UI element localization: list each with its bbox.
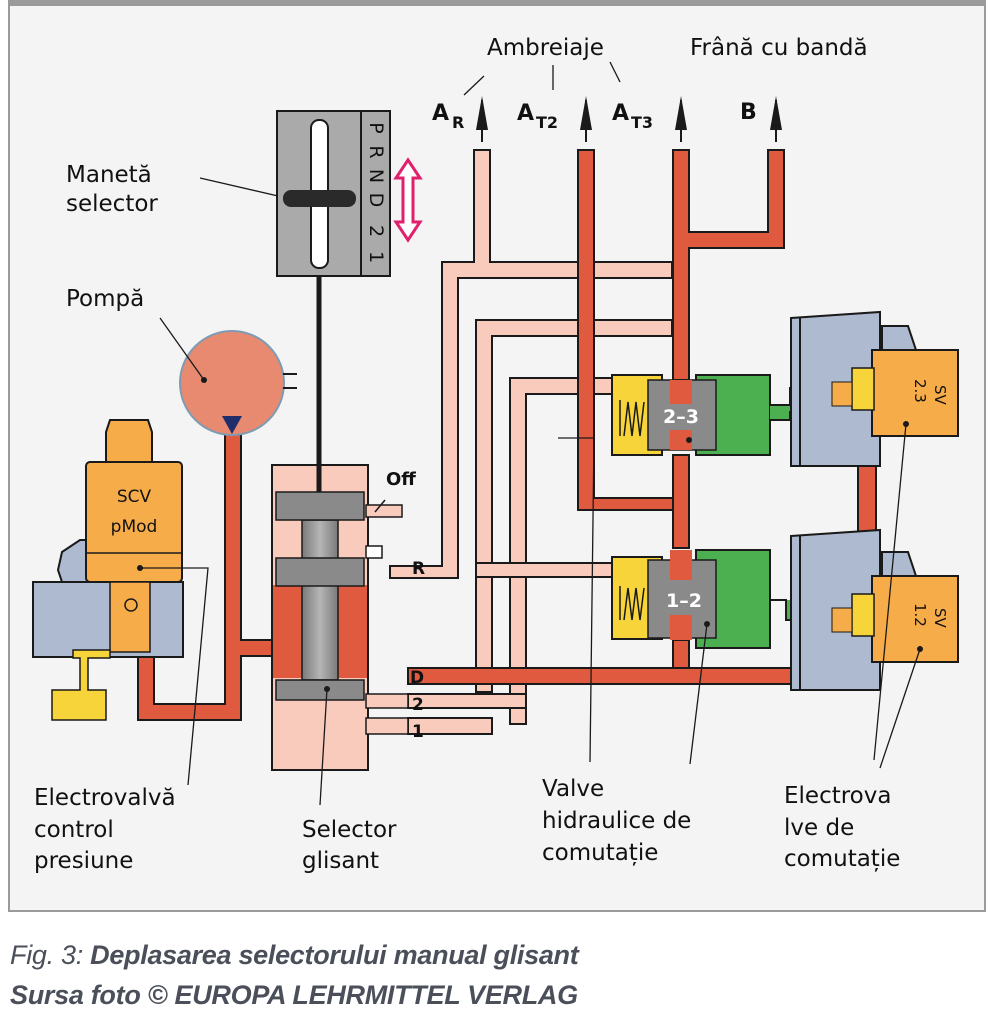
sv-23: [831, 349, 959, 437]
sv23-label-1: SV: [931, 385, 949, 406]
shift-direction-arrow-icon: [393, 157, 423, 243]
shift-valve-12: [611, 549, 837, 649]
electrovalva-label-1: Electrovalvă: [34, 785, 176, 811]
electrova-label-2: lve de: [784, 815, 854, 841]
high-pressure-lines: [137, 149, 877, 721]
pump-outlet-triangle-icon: [222, 416, 242, 434]
pump: [179, 330, 297, 436]
valve-h-label-3: comutație: [542, 840, 658, 866]
hydraulic-diagram: P R N D 2 1 Off R D 2 1: [32, 35, 959, 874]
source-prefix: Sursa foto ©: [10, 980, 175, 1010]
maneta-label-1: Manetă: [66, 162, 152, 188]
svg-text:R: R: [452, 113, 464, 132]
valve-h-label-1: Valve: [542, 776, 604, 802]
output-arrows: [476, 96, 782, 142]
gear-letter-n[interactable]: N: [365, 169, 387, 183]
pompa-label: Pompă: [66, 286, 144, 312]
pipe-ar: [389, 149, 673, 579]
svg-text:A: A: [612, 101, 629, 126]
port-1-label: 1: [412, 722, 424, 742]
fig-title: Deplasarea selectorului manual glisant: [90, 940, 579, 970]
gear-letter-d[interactable]: D: [365, 193, 387, 208]
pipe-between-valves: [672, 454, 690, 549]
valve-h-label-2: hidraulice de: [542, 808, 691, 834]
port-2-label: 2: [412, 695, 424, 715]
pipe-pump-down: [137, 427, 273, 721]
spool-land-bottom: [275, 679, 365, 701]
spool-land-mid: [275, 557, 365, 587]
label-at2: A T2: [517, 101, 558, 132]
figure-caption: Fig. 3: Deplasarea selectorului manual g…: [10, 940, 579, 971]
scv-label-2: pMod: [111, 517, 158, 537]
sv-12: [831, 575, 959, 663]
spool-land-top: [275, 491, 365, 521]
scv-label-1: SCV: [117, 487, 152, 507]
shift-solenoid-housings: [790, 310, 920, 691]
arrow-b: [770, 96, 782, 142]
svg-text:A: A: [432, 101, 449, 126]
selector-label-2: glisant: [302, 848, 379, 874]
manual-selector-valve: [271, 464, 409, 771]
source-credit: Sursa foto © EUROPA LEHRMITTEL VERLAG: [10, 980, 578, 1011]
gear-letter-r[interactable]: R: [365, 145, 387, 158]
fig-prefix: Fig. 3:: [10, 940, 91, 970]
valve-23-label: 2–3: [663, 406, 699, 428]
electrova-label-3: comutație: [784, 846, 900, 872]
gear-letter-2[interactable]: 2: [365, 225, 387, 237]
electrovalva-label-2: control: [34, 817, 114, 843]
frana-label: Frână cu bandă: [690, 35, 868, 61]
svg-text:A: A: [517, 101, 534, 126]
sv23-label-2: 2.3: [911, 379, 929, 403]
arrow-ar: [476, 96, 488, 142]
sv12-label-2: 1.2: [911, 603, 929, 627]
port-r-label: R: [412, 559, 425, 579]
ambreiaje-label: Ambreiaje: [487, 35, 604, 61]
valve-12-label: 1–2: [666, 590, 702, 612]
label-ar: A R: [432, 101, 464, 132]
svg-text:T2: T2: [536, 113, 558, 132]
pipe-port-2: [407, 693, 527, 709]
source-name: EUROPA LEHRMITTEL VERLAG: [174, 980, 579, 1010]
gear-selector-gate[interactable]: P R N D 2 1: [276, 110, 391, 277]
port-off-label: Off: [386, 469, 416, 490]
pump-shaft: [283, 373, 297, 389]
scv-housing: [32, 581, 184, 658]
selector-label-1: Selector: [302, 817, 397, 843]
scv-pressure-solenoid: [32, 419, 184, 721]
label-at3: A T3: [612, 101, 653, 132]
electrovalva-label-3: presiune: [34, 848, 133, 874]
label-b: B: [740, 100, 757, 125]
pipe-at3-b: [672, 149, 785, 381]
pipe-12-bottom: [672, 639, 690, 669]
pipe-12-low: [475, 562, 621, 578]
gear-letter-1[interactable]: 1: [365, 251, 387, 263]
scv-drain: [51, 649, 111, 721]
port-d-label: D: [410, 668, 424, 688]
sv12-label-1: SV: [931, 608, 949, 629]
leader-lines: [140, 61, 921, 806]
maneta-label-2: selector: [66, 191, 158, 217]
electrova-label-1: Electrova: [784, 783, 891, 809]
gear-letter-p[interactable]: P: [365, 122, 387, 133]
arrow-at3: [675, 96, 687, 142]
arrow-at2: [580, 96, 592, 142]
svg-text:T3: T3: [631, 113, 653, 132]
spool-stem: [301, 519, 339, 681]
selector-lever[interactable]: [283, 190, 356, 207]
